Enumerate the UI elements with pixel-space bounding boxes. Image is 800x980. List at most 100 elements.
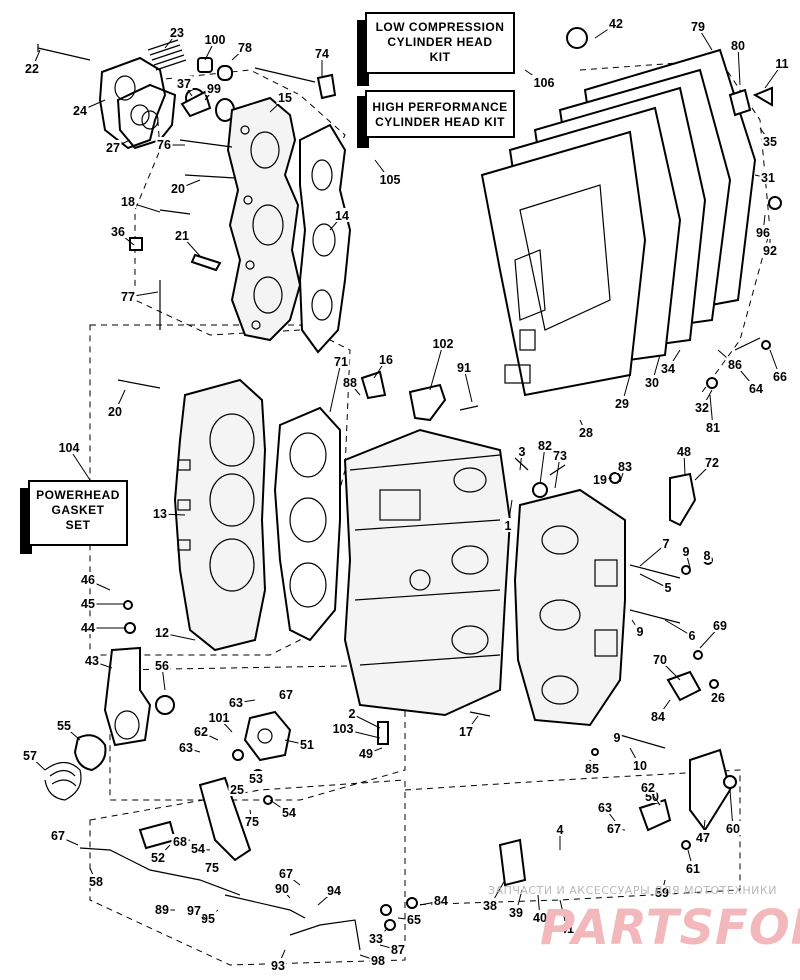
- callout-background: [687, 628, 697, 642]
- part-callout-85: 85: [585, 762, 599, 776]
- part-callout-44: 44: [81, 621, 95, 635]
- part-callout-41: 41: [560, 922, 574, 936]
- callout-background: [653, 885, 671, 899]
- part-callout-48: 48: [677, 445, 691, 459]
- part-callout-54: 54: [282, 806, 296, 820]
- callout-background: [759, 170, 777, 184]
- part-callout-63: 63: [598, 801, 612, 815]
- part-callout-106: 106: [534, 76, 555, 90]
- part-callout-67: 67: [607, 822, 621, 836]
- callout-background: [79, 596, 97, 610]
- part-callout-37: 37: [177, 77, 191, 91]
- callout-background: [153, 658, 171, 672]
- part-callout-24: 24: [73, 104, 87, 118]
- thermostat-cover: [98, 56, 177, 150]
- part-callout-102: 102: [433, 337, 454, 351]
- callout-background: [536, 438, 554, 452]
- callout-background: [583, 761, 601, 775]
- callout-background: [367, 931, 385, 945]
- callout-background: [675, 444, 693, 458]
- callout-background: [202, 32, 228, 46]
- callout-background: [643, 375, 661, 389]
- callout-background: [236, 40, 254, 54]
- part-callout-99: 99: [207, 82, 221, 96]
- part-callout-92: 92: [763, 244, 777, 258]
- callout-background: [151, 506, 169, 520]
- part-callout-89: 89: [155, 903, 169, 917]
- part-callout-49: 49: [359, 747, 373, 761]
- part-callout-104: 104: [59, 441, 80, 455]
- callout-background: [377, 172, 403, 186]
- callout-background: [761, 243, 779, 257]
- part-callout-73: 73: [553, 449, 567, 463]
- callout-background: [269, 958, 287, 972]
- callout-background: [203, 860, 221, 874]
- part-callout-56: 56: [155, 659, 169, 673]
- callout-background: [684, 861, 702, 875]
- part-callout-84: 84: [651, 710, 665, 724]
- part-callout-87: 87: [391, 943, 405, 957]
- callout-background: [507, 905, 525, 919]
- callout-background: [228, 782, 246, 796]
- callout-background: [56, 440, 82, 454]
- callout-background: [104, 140, 122, 154]
- callout-background: [724, 821, 742, 835]
- callout-background: [119, 289, 137, 303]
- small-fittings: [197, 57, 337, 122]
- callout-background: [21, 748, 39, 762]
- callout-background: [639, 780, 657, 794]
- callout-background: [149, 850, 167, 864]
- callout-background: [325, 883, 343, 897]
- part-callout-94: 94: [327, 884, 341, 898]
- part-callout-46: 46: [81, 573, 95, 587]
- part-callout-40: 40: [533, 911, 547, 925]
- callout-background: [280, 805, 298, 819]
- part-callout-36: 36: [111, 225, 125, 239]
- part-callout-29: 29: [615, 397, 629, 411]
- callout-background: [71, 103, 89, 117]
- part-callout-43: 43: [85, 654, 99, 668]
- part-callout-9: 9: [683, 545, 690, 559]
- callout-background: [481, 898, 499, 912]
- callout-background: [503, 518, 513, 532]
- callout-background: [711, 618, 729, 632]
- callout-background: [55, 718, 73, 732]
- part-callout-67: 67: [279, 688, 293, 702]
- part-callout-90: 90: [275, 882, 289, 896]
- part-callout-62: 62: [641, 781, 655, 795]
- part-callout-1: 1: [505, 519, 512, 533]
- part-callout-80: 80: [731, 39, 745, 53]
- callout-background: [659, 361, 677, 375]
- callout-background: [531, 75, 557, 89]
- high-performance-kit-label: HIGH PERFORMANCE CYLINDER HEAD KIT: [365, 90, 515, 138]
- part-callout-47: 47: [696, 831, 710, 845]
- part-callout-79: 79: [691, 20, 705, 34]
- part-callout-62: 62: [194, 725, 208, 739]
- callout-background: [432, 893, 450, 907]
- cylinder-block: [173, 378, 267, 652]
- callout-background: [704, 420, 722, 434]
- brand-logo: PARTSFOR.RU: [540, 900, 800, 956]
- callout-background: [185, 903, 203, 917]
- part-callout-42: 42: [609, 17, 623, 31]
- callout-background: [726, 357, 744, 371]
- part-callout-101: 101: [209, 711, 230, 725]
- part-callout-20: 20: [108, 405, 122, 419]
- part-callout-33: 33: [369, 932, 383, 946]
- part-callout-75: 75: [205, 861, 219, 875]
- callout-background: [709, 690, 727, 704]
- callout-background: [635, 624, 645, 638]
- part-callout-72: 72: [705, 456, 719, 470]
- part-callout-84: 84: [434, 894, 448, 908]
- callout-background: [591, 472, 609, 486]
- callout-background: [455, 360, 473, 374]
- callout-background: [273, 881, 291, 895]
- part-callout-23: 23: [170, 26, 184, 40]
- callout-background: [663, 580, 673, 594]
- part-callout-19: 19: [593, 473, 607, 487]
- powerhead-gasket-set-label: POWERHEAD GASKET SET: [28, 480, 128, 546]
- callout-leader: [737, 45, 741, 86]
- part-callout-8: 8: [704, 549, 711, 563]
- part-callout-5: 5: [665, 581, 672, 595]
- part-callout-88: 88: [343, 376, 357, 390]
